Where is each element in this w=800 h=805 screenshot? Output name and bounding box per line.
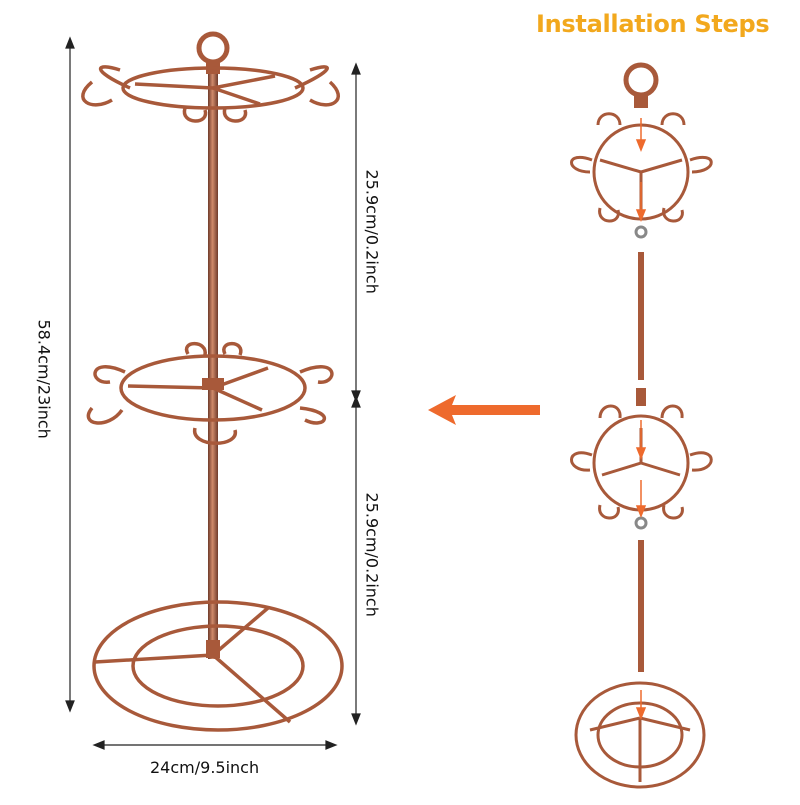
upper-section-label: 25.9cm/0.2inch — [362, 169, 382, 294]
base — [92, 600, 344, 732]
installation-steps-title: Installation Steps — [536, 10, 770, 38]
center-pole — [208, 74, 218, 659]
arrow-down-icon — [635, 118, 647, 721]
total-height-label: 58.4cm/23inch — [34, 319, 54, 439]
top-tier — [81, 65, 340, 123]
step-base — [574, 681, 706, 789]
pole-segment-upper — [638, 252, 644, 380]
dimension-lines — [65, 36, 361, 750]
middle-tier — [86, 341, 334, 445]
pole-segment-lower — [638, 540, 644, 672]
hanging-ring-icon — [196, 31, 230, 65]
arrow-left-icon — [428, 395, 540, 425]
lower-section-label: 25.9cm/0.2inch — [362, 492, 382, 617]
step-ring-icon — [623, 62, 659, 98]
main-stand — [81, 31, 344, 732]
base-width-label: 24cm/9.5inch — [150, 758, 260, 777]
